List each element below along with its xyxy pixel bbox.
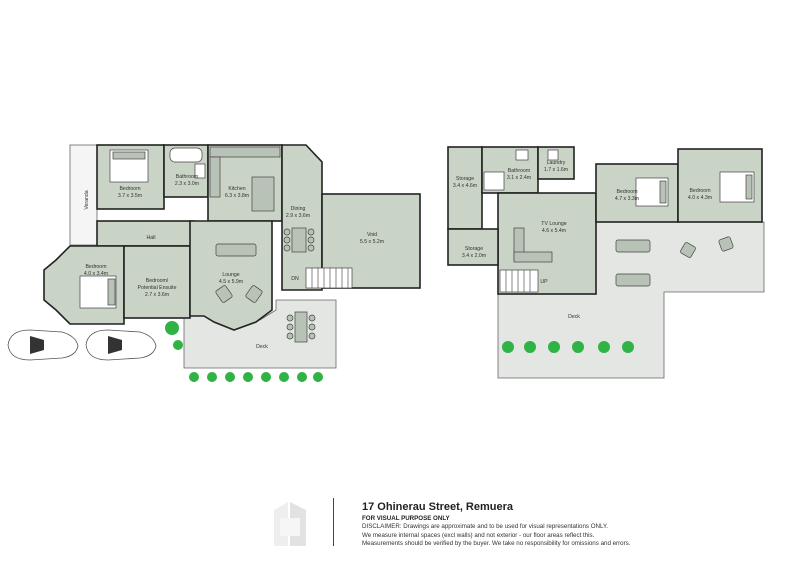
lounge-chair-1 bbox=[215, 285, 233, 303]
size-lounge: 4.5 x 5.9m bbox=[219, 279, 243, 285]
label-bedroom-5: Bedroom bbox=[689, 188, 710, 194]
label-bedroom-1: Bedroom bbox=[119, 186, 140, 192]
room-storage-1 bbox=[447, 146, 483, 230]
label-bedroom-3: Bedroom/ bbox=[146, 278, 169, 284]
label-tv-lounge: TV Lounge bbox=[541, 221, 566, 227]
size-dining: 2.9 x 3.6m bbox=[286, 213, 310, 219]
size-tv-lounge: 4.6 x 5.4m bbox=[542, 228, 566, 234]
room-storage-2 bbox=[447, 228, 499, 266]
bed-1-pillows bbox=[112, 151, 146, 160]
size-void: 5.5 x 5.2m bbox=[360, 239, 384, 245]
car-1 bbox=[7, 329, 79, 361]
deck-sofa-2 bbox=[615, 273, 651, 287]
room-hall bbox=[96, 220, 195, 247]
ground-floor: Bedroom 3.7 x 3.5m Bathroom 2.3 x 3.0m K… bbox=[7, 144, 421, 382]
kitchen-bench bbox=[209, 146, 281, 158]
size-bedroom-4: 4.7 x 3.3m bbox=[615, 196, 639, 202]
deck-table bbox=[294, 311, 308, 343]
label-void: Void bbox=[367, 232, 377, 238]
veranda-area bbox=[69, 144, 98, 246]
upper-floor: Storage 3.4 x 4.6m Bathroom 3.1 x 2.4m L… bbox=[447, 146, 765, 379]
bed-5-pillows bbox=[745, 174, 753, 200]
lounge-sofa bbox=[215, 243, 257, 257]
lounge-chair-2 bbox=[245, 285, 263, 303]
room-bedroom-3 bbox=[123, 245, 191, 319]
label-lounge: Lounge bbox=[222, 272, 239, 278]
bed-2-pillows bbox=[107, 278, 116, 306]
label-dining: Dining bbox=[291, 206, 306, 212]
label-storage-1: Storage bbox=[456, 176, 474, 182]
label-laundry: Laundry bbox=[547, 160, 566, 166]
ground-stairs bbox=[305, 267, 353, 289]
size-laundry: 1.7 x 1.6m bbox=[544, 167, 568, 173]
toilet bbox=[515, 149, 529, 161]
deck-sofa-1 bbox=[615, 239, 651, 253]
kitchen-side-bench bbox=[209, 156, 221, 198]
label-bedroom-2: Bedroom bbox=[85, 264, 106, 270]
label-bedroom-4: Bedroom bbox=[616, 189, 637, 195]
visual-purpose-notice: FOR VISUAL PURPOSE ONLY bbox=[362, 515, 450, 522]
size-storage-1: 3.4 x 4.6m bbox=[453, 183, 477, 189]
disclaimer-line-2: We measure internal spaces (excl walls) … bbox=[362, 531, 595, 539]
deck-chair-1 bbox=[680, 242, 696, 258]
label-deck-upper: Deck bbox=[568, 314, 580, 320]
label-storage-2: Storage bbox=[465, 246, 483, 252]
label-bathroom-1: Bathroom bbox=[176, 174, 199, 180]
company-logo bbox=[274, 502, 306, 546]
label-bathroom-2: Bathroom bbox=[508, 168, 531, 174]
label-kitchen: Kitchen bbox=[228, 186, 245, 192]
deck-chair-2 bbox=[718, 236, 734, 252]
kitchen-island bbox=[251, 176, 275, 212]
upper-stairs bbox=[499, 269, 539, 293]
footer-text: 17 Ohinerau Street, Remuera FOR VISUAL P… bbox=[362, 501, 792, 549]
size-storage-2: 3.4 x 2.0m bbox=[462, 253, 486, 259]
label-deck-ground: Deck bbox=[256, 344, 268, 350]
vanity bbox=[194, 163, 206, 179]
size-bedroom-2: 4.0 x 3.4m bbox=[84, 271, 108, 277]
label-stairs-down: DN bbox=[291, 276, 299, 282]
bathtub bbox=[169, 147, 203, 163]
property-address: 17 Ohinerau Street, Remuera bbox=[362, 501, 514, 513]
size-bathroom-1: 2.3 x 3.0m bbox=[175, 181, 199, 187]
bed-4-pillows bbox=[659, 180, 667, 204]
size-kitchen: 6.3 x 3.8m bbox=[225, 193, 249, 199]
disclaimer-line-3: Measurements should be verified by the b… bbox=[362, 540, 631, 548]
upper-trees bbox=[502, 341, 634, 353]
label-bedroom-3-line2: Potential Ensuite bbox=[138, 285, 177, 291]
label-hall: Hall bbox=[147, 235, 156, 241]
size-bedroom-3: 2.7 x 3.6m bbox=[145, 292, 169, 298]
ground-trees bbox=[165, 321, 323, 382]
size-bedroom-1: 3.7 x 3.5m bbox=[118, 193, 142, 199]
size-bathroom-2: 3.1 x 2.4m bbox=[507, 175, 531, 181]
tv-sofa-base bbox=[513, 251, 553, 263]
label-veranda: Veranda bbox=[84, 190, 90, 209]
laundry-tub bbox=[547, 149, 559, 161]
car-2 bbox=[85, 329, 157, 361]
size-bedroom-5: 4.0 x 4.3m bbox=[688, 195, 712, 201]
label-stairs-up: UP bbox=[540, 279, 548, 285]
disclaimer-line-1: DISCLAIMER: Drawings are approximate and… bbox=[362, 523, 609, 530]
dining-table bbox=[291, 227, 307, 253]
shower bbox=[483, 171, 505, 191]
